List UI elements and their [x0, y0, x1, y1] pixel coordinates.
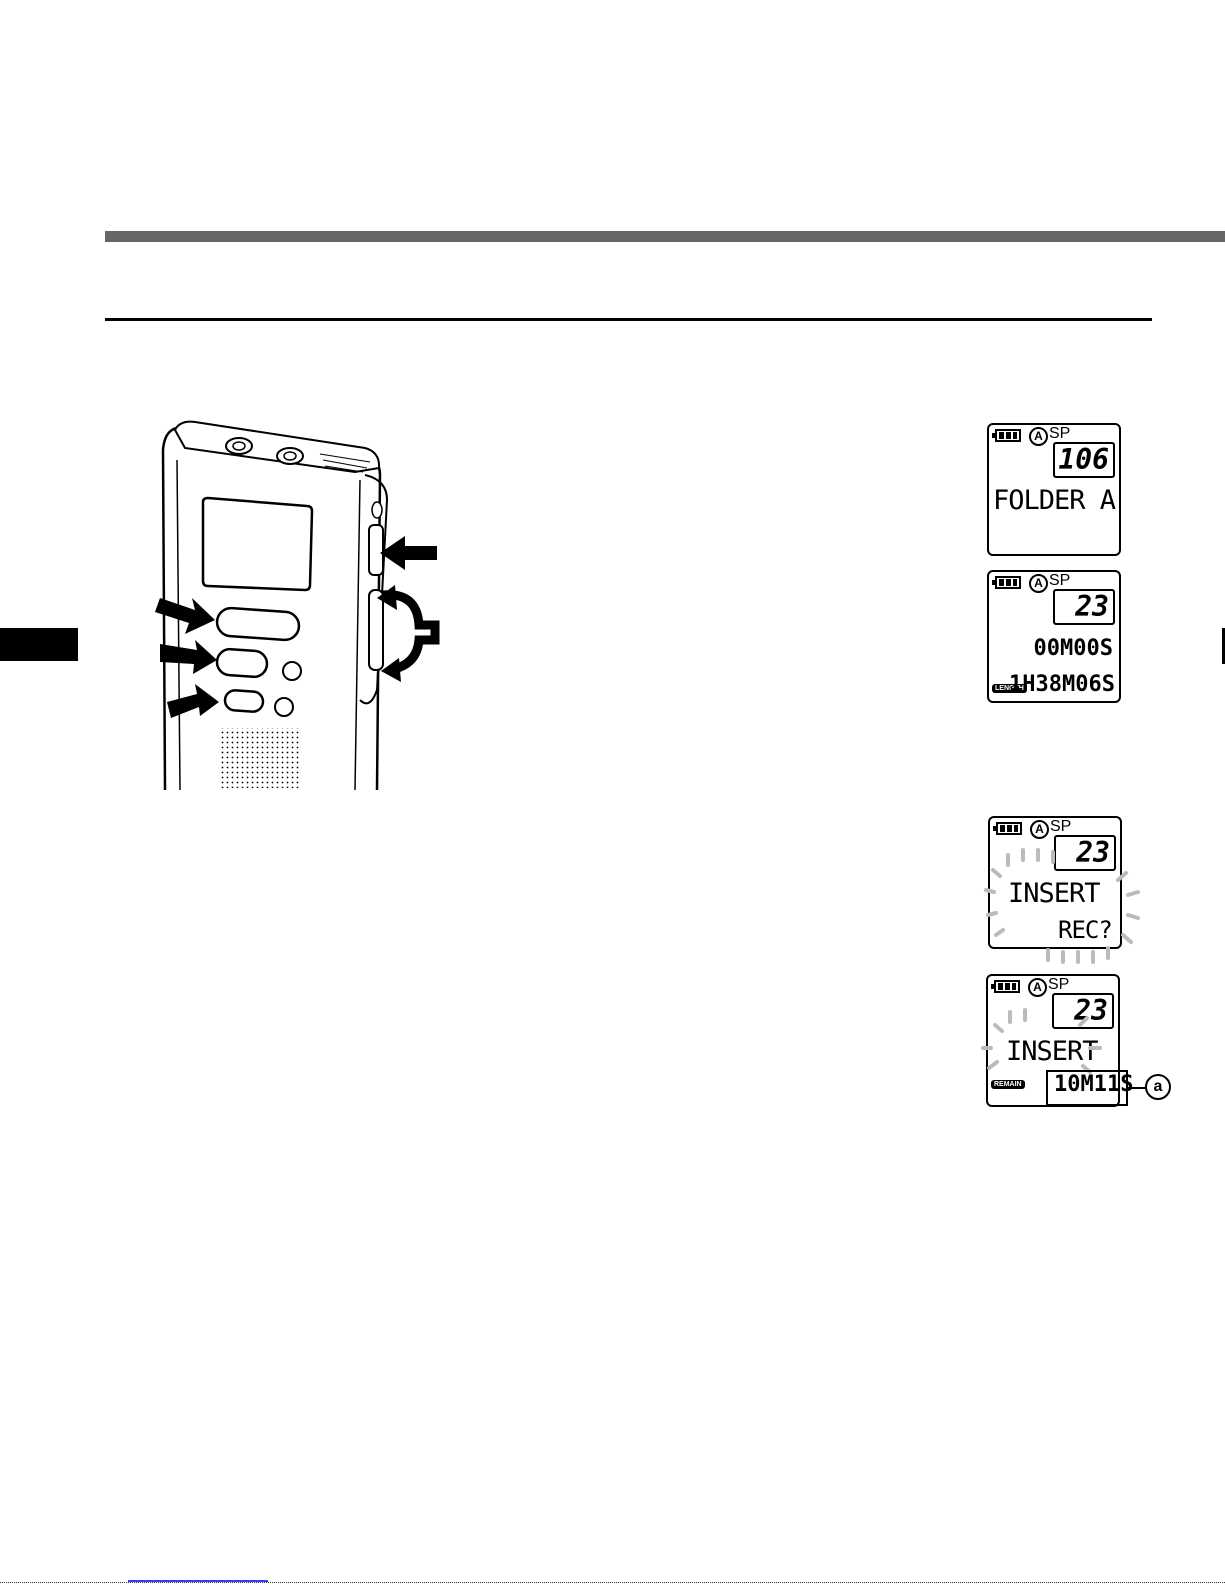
footer-line — [0, 1582, 1225, 1583]
insert-text: INSERT — [1008, 878, 1100, 909]
lcd-display-2: A SP 23 00M00S LENGTH 1H38M06S — [987, 570, 1121, 703]
file-length: 1H38M06S — [1009, 672, 1115, 697]
header-bar — [105, 231, 1225, 242]
rec-prompt: REC? — [1058, 916, 1112, 944]
file-number: 23 — [1052, 993, 1114, 1029]
folder-indicator: A — [1029, 427, 1048, 446]
display-text: FOLDER A — [993, 485, 1115, 516]
elapsed-time: 00M00S — [1034, 636, 1113, 661]
record-mode: SP — [1050, 818, 1071, 836]
folder-indicator: A — [1028, 978, 1047, 997]
lcd-display-3: A SP 23 INSERT REC? — [988, 816, 1122, 949]
file-number: 106 — [1053, 442, 1115, 478]
record-mode: SP — [1049, 572, 1070, 590]
recorder-illustration — [155, 420, 445, 790]
battery-icon — [995, 429, 1021, 442]
folder-indicator: A — [1029, 574, 1048, 593]
footer-link-underline[interactable] — [128, 1580, 268, 1582]
battery-icon — [996, 822, 1022, 835]
record-mode: SP — [1049, 425, 1070, 443]
record-mode: SP — [1048, 976, 1069, 994]
battery-icon — [995, 576, 1021, 589]
folder-indicator: A — [1030, 820, 1049, 839]
file-number: 23 — [1054, 835, 1116, 871]
remain-tag: REMAIN — [991, 1080, 1025, 1089]
insert-text: INSERT — [1006, 1036, 1098, 1067]
callout-label: a — [1145, 1074, 1171, 1100]
chapter-tab — [0, 628, 78, 661]
file-number: 23 — [1053, 589, 1115, 625]
title-rule — [105, 318, 1152, 321]
lcd-display-1: A SP 106 FOLDER A — [987, 423, 1121, 556]
callout-leader — [1126, 1087, 1146, 1089]
battery-icon — [994, 980, 1020, 993]
remaining-time-highlight — [1046, 1070, 1128, 1106]
